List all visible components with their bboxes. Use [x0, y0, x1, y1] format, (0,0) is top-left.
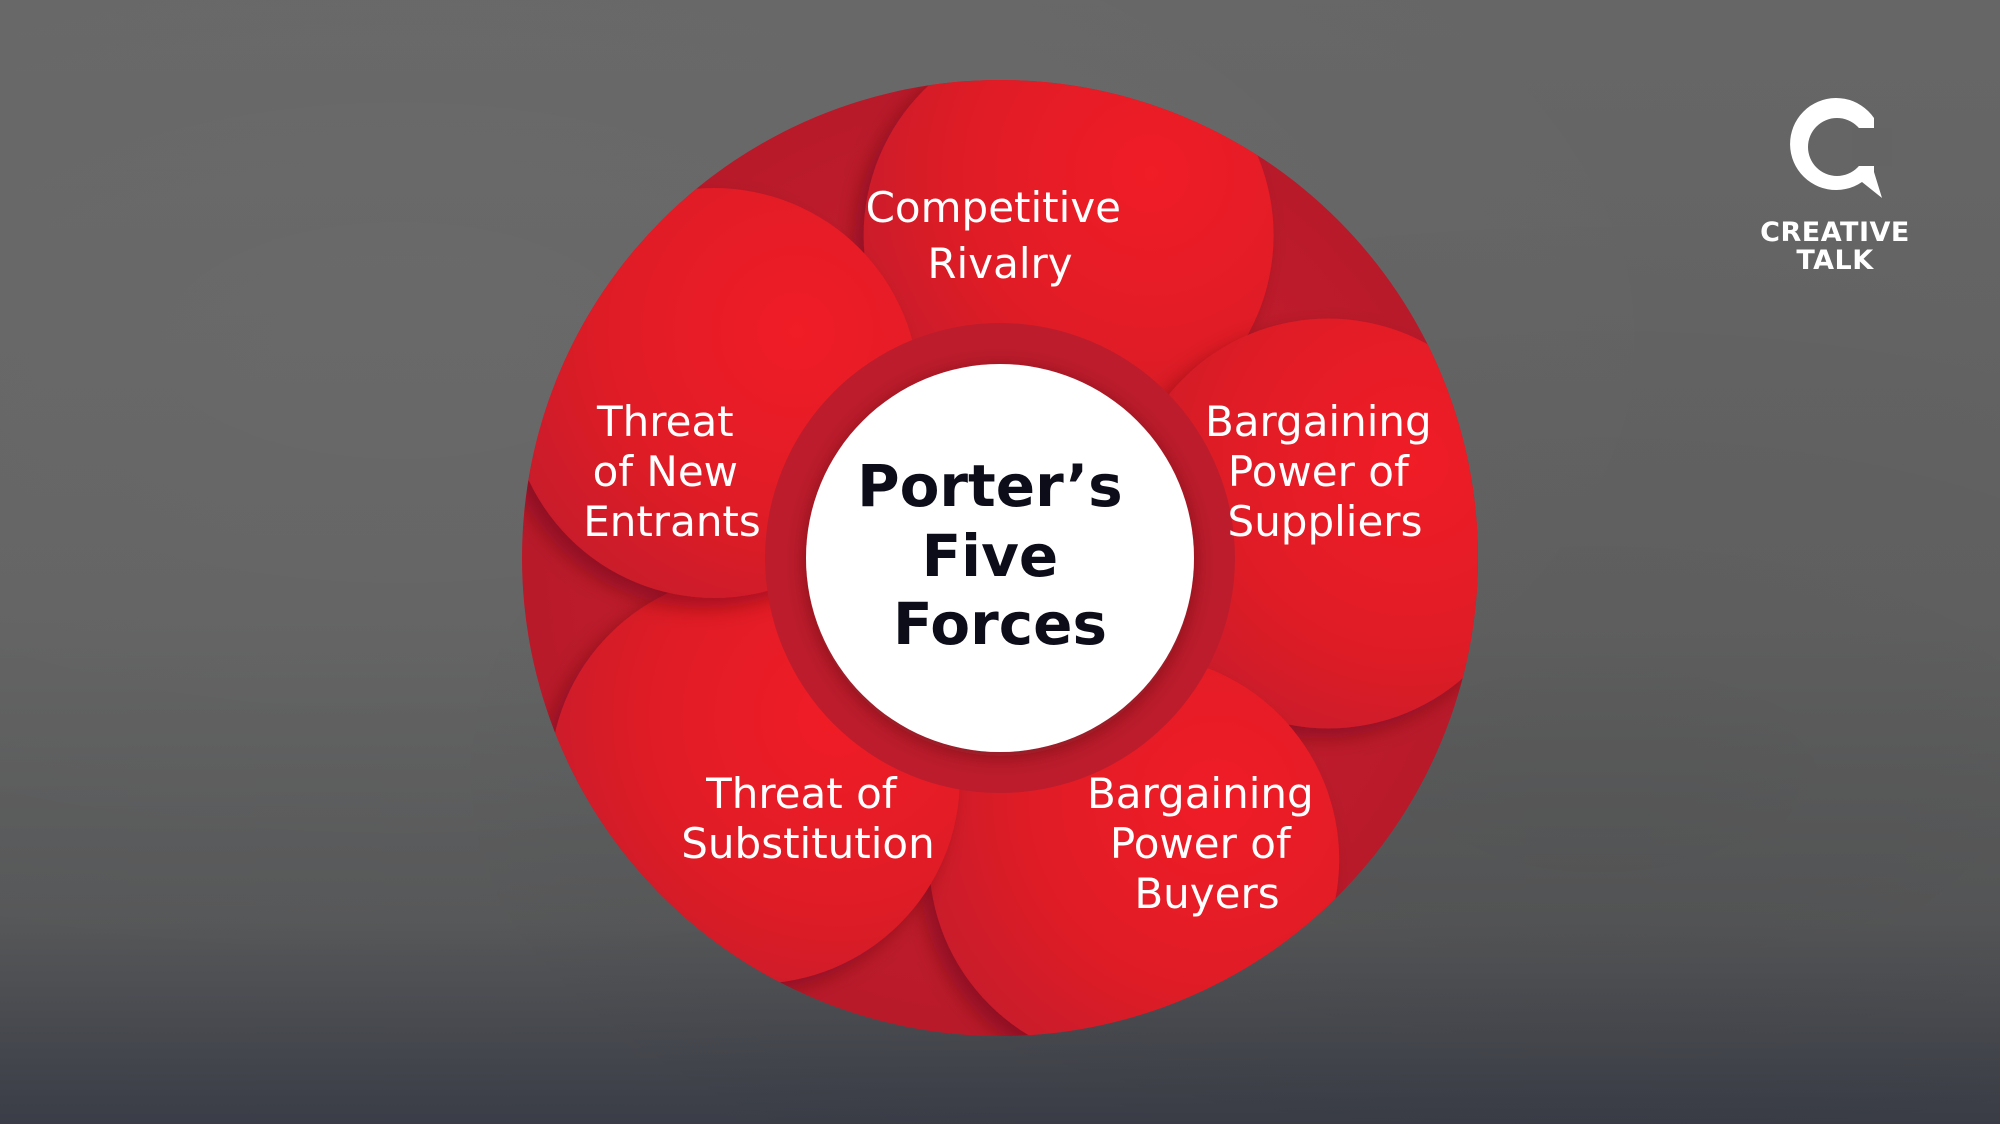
force-supplier-power: Bargaining Power of Suppliers [1205, 397, 1445, 546]
center-title-line: Porter’s [857, 452, 1123, 520]
force-label-line: Bargaining [1205, 397, 1432, 446]
force-label-line: Power of [1228, 447, 1410, 496]
center-title: Porter’s Five Forces [857, 452, 1143, 658]
center-circle [806, 364, 1194, 752]
force-competitive-rivalry: Competitive Rivalry [866, 183, 1135, 288]
force-label-line: Power of [1110, 819, 1292, 868]
force-threat-substitution: Threat of Substitution [681, 769, 935, 868]
force-buyer-power: Bargaining Power of Buyers [1087, 769, 1327, 918]
force-label-line: Competitive [866, 183, 1121, 232]
force-label-line: Rivalry [927, 239, 1072, 288]
force-label-line: Entrants [583, 497, 761, 546]
center-title-line: Forces [893, 590, 1107, 658]
force-label-line: Bargaining [1087, 769, 1314, 818]
force-threat-new-entrants: Threat of New Entrants [583, 397, 761, 546]
petal-supplier-power [1123, 318, 1478, 729]
logo-text-line: TALK [1796, 245, 1874, 276]
logo-c-speech-icon [1790, 98, 1892, 198]
force-label-line: Substitution [681, 819, 935, 868]
force-label-line: Suppliers [1228, 497, 1423, 546]
force-label-line: Buyers [1134, 869, 1279, 918]
logo-text-line: CREATIVE [1760, 217, 1910, 248]
force-label-line: of New [593, 447, 738, 496]
force-label-line: Threat [596, 397, 734, 446]
center-title-line: Five [922, 522, 1059, 590]
creative-talk-logo: CREATIVE TALK [1740, 90, 1930, 290]
force-label-line: Threat of [705, 769, 898, 818]
